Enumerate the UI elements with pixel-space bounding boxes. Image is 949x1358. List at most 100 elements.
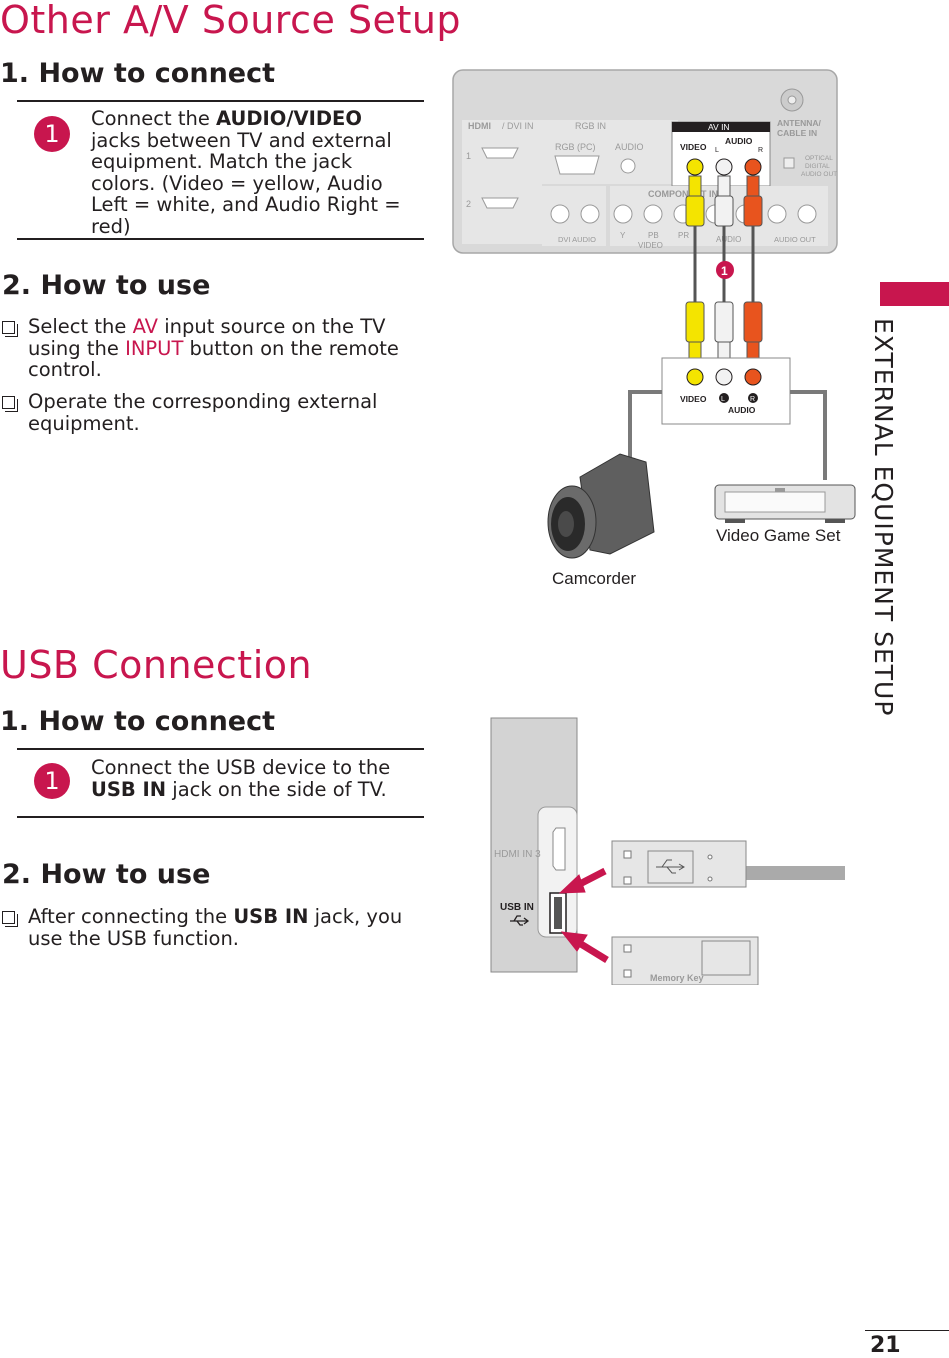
video-game-set-illustration <box>714 484 856 523</box>
usb-use-heading: 2. How to use <box>2 859 211 890</box>
av-step-text-after: jacks between TV and external equipment.… <box>91 128 401 238</box>
game-set-button <box>775 488 785 492</box>
dvi-audio-r-jack <box>580 204 600 224</box>
optical-port <box>783 157 795 169</box>
usb-plug-dot-1 <box>707 854 713 860</box>
antenna-jack-center <box>787 95 797 105</box>
rgb-in-label: RGB IN <box>575 121 606 131</box>
hdmi-in-3-label: HDMI IN 3 <box>494 849 541 860</box>
side-tab-marker <box>880 282 949 306</box>
usb-in-port-inner <box>554 897 562 929</box>
usb-in-label: USB IN <box>500 902 534 913</box>
game-set-foot-left <box>725 519 745 523</box>
cable-in-label: CABLE IN <box>777 128 817 138</box>
av-in-label: AV IN <box>708 122 730 132</box>
av-in-video-jack <box>686 158 704 176</box>
av-in-header <box>672 122 770 132</box>
audio-out-r-jack <box>797 204 817 224</box>
dvi-audio-label: DVI AUDIO <box>558 235 596 244</box>
av-use-heading: 2. How to use <box>2 270 211 301</box>
pr-label: PR <box>678 231 689 240</box>
camcorder-body <box>579 453 655 555</box>
usb-bullet-1-before: After connecting the <box>28 905 234 928</box>
device-connector-lines <box>628 390 827 480</box>
av-connect-top-rule <box>17 100 424 102</box>
tv-video-plug <box>688 175 702 197</box>
rgb-pc-label: RGB (PC) <box>555 142 596 152</box>
video-game-set-label: Video Game Set <box>716 526 841 545</box>
av-bullet-1-after: button on the remote control. <box>28 336 399 381</box>
hdmi-dvi-label: / DVI IN <box>502 121 534 131</box>
component-y-jack <box>613 204 633 224</box>
checkbox-bullet-icon <box>2 396 18 412</box>
bottom-jacks <box>550 204 817 224</box>
camcorder-label: Camcorder <box>552 569 636 588</box>
checkbox-bullet-icon <box>2 321 18 337</box>
tv-audio-l-plug-body <box>714 195 734 227</box>
usb-plug-contact-1 <box>623 850 632 859</box>
usb-connection-diagram: HDMI IN 3 USB IN Memory Key <box>490 717 845 985</box>
page-number: 21 <box>870 1333 901 1358</box>
audio-bottom-label: AUDIO <box>716 235 741 244</box>
av-in-r-jack <box>744 158 762 176</box>
device-audio-l-plug-body <box>714 301 734 343</box>
usb-section-title: USB Connection <box>0 643 313 687</box>
device-r-label: R <box>750 396 755 403</box>
usb-plug-symbol-icon <box>656 859 685 874</box>
arrow-upper-head-icon <box>558 874 586 894</box>
camcorder-lens-center <box>558 511 574 537</box>
device-audio-label: AUDIO <box>728 405 756 415</box>
usb-step-text: Connect the USB device to the USB IN jac… <box>91 757 411 800</box>
camcorder-line <box>628 390 662 457</box>
callout-number: 1 <box>721 264 728 278</box>
av-step-number: 1 <box>34 116 70 152</box>
checkbox-bullet-icon <box>2 911 18 927</box>
av-connect-heading: 1. How to connect <box>0 58 276 89</box>
component-in-label: COMPONENT IN <box>648 189 718 199</box>
tv-audio-r-plug <box>746 175 760 197</box>
av-in-r-label: R <box>758 147 763 154</box>
av-bullet-1-middle: input source on the TV using the <box>28 315 386 360</box>
av-in-video-label: VIDEO <box>680 142 707 152</box>
digital-label: DIGITAL <box>805 163 830 170</box>
av-bullet-2: Operate the corresponding external equip… <box>0 391 408 434</box>
usb-connect-top-rule <box>17 748 424 750</box>
av-in-l-jack <box>715 158 733 176</box>
av-in-l-label: L <box>715 147 719 154</box>
camcorder-illustration <box>547 453 655 559</box>
dvi-audio-l-jack <box>550 204 570 224</box>
antenna-label: ANTENNA/ <box>777 118 822 128</box>
tv-side-port-recess <box>537 806 578 938</box>
audio-out-l-jack <box>767 204 787 224</box>
device-l-label: L <box>721 396 725 403</box>
hdmi-in-3-port <box>552 827 566 871</box>
hdmi-logo: HDMI <box>468 121 491 131</box>
side-tab-label: EXTERNAL EQUIPMENT SETUP <box>862 318 902 748</box>
digital-audio-out-label: AUDIO OUT <box>801 171 837 178</box>
game-set-foot-right <box>825 519 845 523</box>
memory-key-window <box>701 940 751 976</box>
usb-step-text-before: Connect the USB device to the <box>91 756 391 779</box>
y-label: Y <box>620 231 626 240</box>
av-section-title: Other A/V Source Setup <box>0 0 462 42</box>
side-tab-text: EXTERNAL EQUIPMENT SETUP <box>869 318 898 717</box>
usb-bullet-1: After connecting the USB IN jack, you us… <box>0 906 423 949</box>
tv-side-plugs <box>685 175 763 227</box>
tv-video-plug-body <box>685 195 705 227</box>
memory-key-contact-2 <box>623 969 632 978</box>
video-bottom-label: VIDEO <box>638 241 663 250</box>
rgb-audio-label: AUDIO <box>615 142 644 152</box>
optical-label: OPTICAL <box>805 155 833 162</box>
hdmi-2-label: 2 <box>466 199 471 209</box>
game-set-line <box>790 390 827 480</box>
av-bullet-1-before: Select the <box>28 315 133 338</box>
usb-connect-heading: 1. How to connect <box>0 706 276 737</box>
device-l-badge <box>719 393 729 403</box>
pb-label: PB <box>648 231 659 240</box>
av-in-audio-label: AUDIO <box>725 136 753 146</box>
device-l-jack <box>715 368 733 386</box>
usb-plug-dot-2 <box>707 876 713 882</box>
av-connection-diagram: HDMI / DVI IN RGB IN 1 2 RGB (PC) AUDIO … <box>452 69 856 588</box>
usb-step-number: 1 <box>34 763 70 799</box>
component-pb-jack <box>643 204 663 224</box>
